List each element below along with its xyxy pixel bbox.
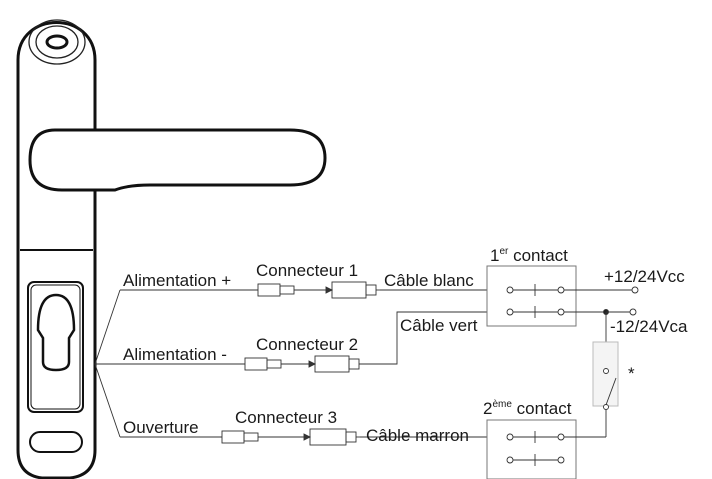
label-asterisk: *: [628, 364, 635, 383]
contact-2-box: [486, 419, 577, 479]
supply-lines: [564, 286, 639, 438]
label-cable-marron: Câble marron: [366, 426, 469, 445]
contact-1-box: [486, 265, 577, 327]
label-connecteur-3: Connecteur 3: [235, 408, 337, 427]
connector-1-plug: [257, 281, 380, 299]
lock-cylinder-top-icon: [28, 19, 86, 65]
label-voltage-minus: -12/24Vca: [610, 317, 688, 336]
label-cable-vert: Câble vert: [400, 316, 478, 335]
connector-3-plug: [221, 428, 360, 446]
label-connecteur-1: Connecteur 1: [256, 261, 358, 280]
cables: [360, 289, 505, 438]
label-alimentation-minus: Alimentation -: [123, 345, 227, 364]
label-contact-1: 1er contact: [490, 246, 568, 265]
euro-cylinder-icon: [27, 281, 84, 413]
label-cable-blanc: Câble blanc: [384, 271, 474, 290]
wire-fan: [94, 289, 258, 438]
label-ouverture: Ouverture: [123, 418, 199, 437]
label-voltage-plus: +12/24Vcc: [604, 267, 685, 286]
lever-handle: [28, 128, 327, 192]
label-contact-2: 2ème contact: [483, 399, 572, 418]
manual-switch: [592, 341, 619, 410]
label-connecteur-2: Connecteur 2: [256, 335, 358, 354]
bottom-slot: [29, 431, 83, 453]
connector-2-plug: [244, 355, 380, 373]
label-alimentation-plus: Alimentation +: [123, 271, 231, 290]
door-lock-plate: [16, 19, 327, 479]
